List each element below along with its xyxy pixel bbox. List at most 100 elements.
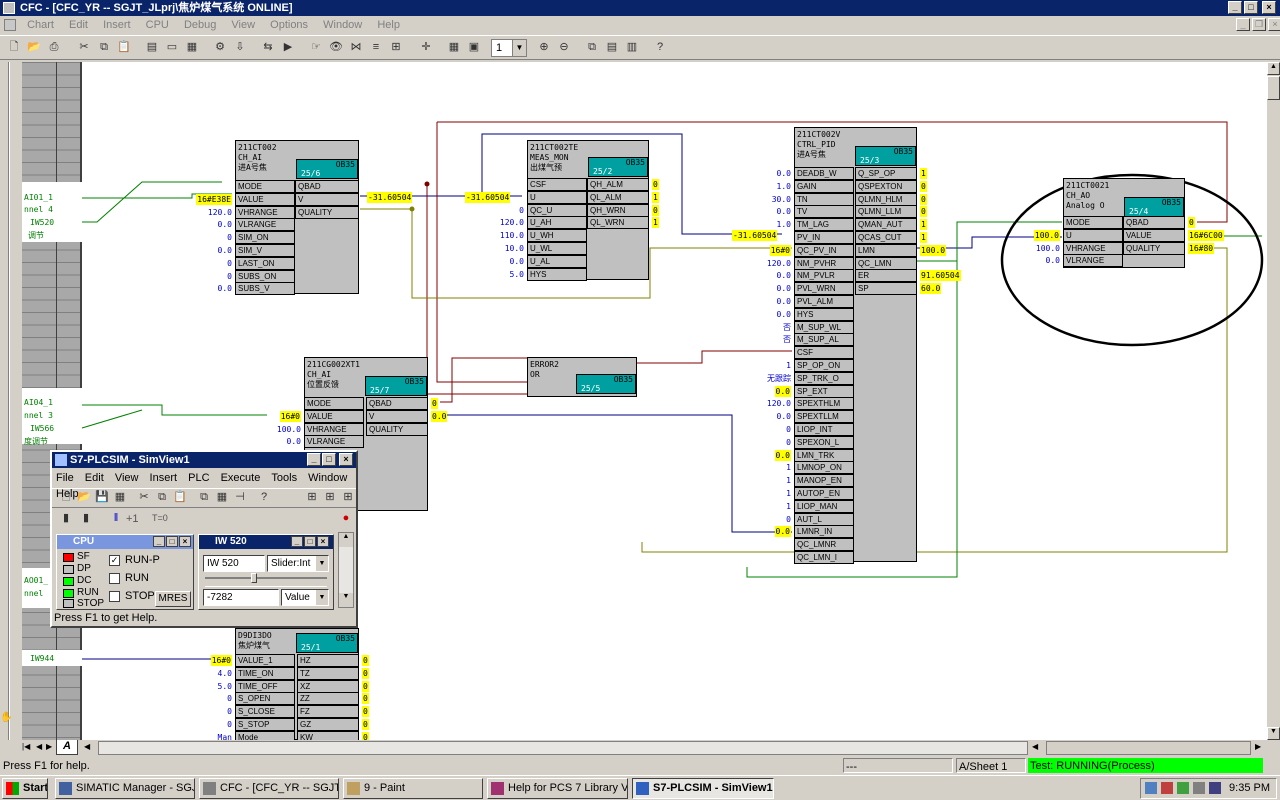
zoom-select[interactable]: 1 ▼ [491,39,527,57]
run-seq-icon[interactable]: ▶ [283,41,293,53]
pin-input[interactable]: NM_PVLR [794,269,854,283]
pin-input[interactable]: SP_OP_ON [794,359,854,372]
doc-minimize-button[interactable]: _ [1236,18,1250,31]
plcsim-vscroll[interactable]: ▲ ▼ [338,532,354,608]
iw-window[interactable]: IW 520 _ □ × IW 520 Slider:Int▼ -7282 Va… [198,534,334,610]
pin-input[interactable]: NM_PVHR [794,256,854,270]
print-icon[interactable]: ⎙ [49,41,59,53]
scroll-down-icon[interactable]: ▼ [1267,727,1280,740]
maximize-button[interactable]: □ [1244,1,1258,14]
pin-output[interactable]: QMAN_AUT [855,218,917,232]
pin-input[interactable]: VHRANGE [235,205,295,219]
scroll-right-icon[interactable]: ◀ [1032,742,1039,751]
tile-icon[interactable]: ▦ [216,491,228,503]
cpu-maximize-button[interactable]: □ [166,536,178,547]
value-slider[interactable] [205,577,327,587]
pin-input[interactable]: QC_U [527,203,587,217]
pin-output[interactable]: QC_LMN [855,256,917,270]
pin-output[interactable]: TZ [297,666,359,680]
pin-input[interactable]: LMNOP_ON [794,461,854,475]
paste-icon[interactable]: 📋 [173,491,187,503]
plcsim-menu-plc[interactable]: PLC [188,472,210,484]
iw-close-button[interactable]: × [317,536,329,547]
plcsim-menu-insert[interactable]: Insert [149,472,178,484]
insert-marker-icon[interactable]: ⊞ [343,491,353,503]
tile-h-icon[interactable]: ▤ [606,41,618,53]
pin-input[interactable]: M_SUP_WL [794,320,854,334]
menu-window[interactable]: Window [323,19,363,31]
iw-maximize-button[interactable]: □ [304,536,316,547]
pin-input[interactable]: CSF [794,346,854,360]
pin-input[interactable]: DEADB_W [794,167,854,180]
menu-help[interactable]: Help [377,19,400,31]
properties-icon[interactable]: ▦ [186,41,198,53]
tab-arrow-icon[interactable]: ◀ [84,742,91,751]
copy-icon[interactable]: ⧉ [100,41,108,53]
tab-next-icon[interactable]: ▶ [46,742,53,751]
pin-output[interactable]: LMN [855,243,917,257]
insert-input-icon[interactable]: ⊞ [307,491,317,503]
pin-input[interactable]: VLRANGE [235,218,295,232]
pin-output[interactable]: QL_ALM [587,190,649,204]
download-icon[interactable]: ▦ [114,491,126,503]
plcsim-window[interactable]: S7-PLCSIM - SimView1 _ □ × File Edit Vie… [50,450,358,628]
plcsim-menu-tools[interactable]: Tools [271,472,298,484]
pin-input[interactable]: U [527,190,587,204]
paste-icon[interactable]: 📋 [117,41,131,53]
menu-view[interactable]: View [231,19,256,31]
pin-output[interactable]: HZ [297,654,359,667]
pin-input[interactable]: HYS [794,307,854,321]
pin-input[interactable]: SIM_ON [235,231,295,245]
iw-value-mode-select[interactable]: Value▼ [281,589,329,606]
cpu-minimize-button[interactable]: _ [153,536,165,547]
pin-input[interactable]: LMN_TRK [794,448,854,462]
plcsim-minimize-button[interactable]: _ [307,453,321,466]
single-scan-icon[interactable]: ▮ [62,512,70,524]
pin-input[interactable]: SP_TRK_O [794,371,854,385]
iw-address-input[interactable]: IW 520 [203,555,265,572]
pin-input[interactable]: MANOP_EN [794,474,854,488]
pin-output[interactable]: QH_WRN [587,203,649,217]
task-plcsim[interactable]: S7-PLCSIM - SimView1 [632,778,774,799]
trend-display-icon[interactable]: ⊞ [391,41,401,53]
fit-icon[interactable]: ✛ [421,41,431,53]
vertical-scrollbar[interactable]: ▲ ▼ [1267,62,1280,740]
plcsim-menu-file[interactable]: File [56,472,74,484]
pin-input[interactable]: LIOP_INT [794,423,854,436]
iw-format-select[interactable]: Slider:Int▼ [267,555,329,572]
pin-input[interactable]: TIME_OFF [235,679,295,693]
pin-input[interactable]: TV [794,205,854,219]
record-icon[interactable]: ● [342,512,350,524]
pin-icon[interactable]: ⊣ [235,491,245,503]
pin-input[interactable]: TN [794,192,854,206]
stop-checkbox[interactable] [109,591,120,602]
doc-close-button[interactable]: × [1268,18,1280,31]
slider-thumb[interactable] [251,573,257,583]
pin-output[interactable]: XZ [297,679,359,693]
chevron-down-icon[interactable]: ▼ [512,40,526,56]
pin-input[interactable]: MODE [304,397,364,410]
next-cycle-button[interactable]: +1 [126,513,139,525]
new-icon[interactable]: 🗋 [9,41,19,53]
compile-icon[interactable]: ⚙ [215,41,225,53]
horizontal-scrollbar[interactable]: |◀ ◀ ▶ A ◀ ◀ ▶ [22,740,1267,757]
copy-icon[interactable]: ⧉ [158,491,166,503]
connect-icon[interactable]: ⇆ [263,41,273,53]
run-p-checkbox[interactable]: ✓ [109,555,120,566]
pin-input[interactable]: MODE [235,180,295,193]
cascade-icon[interactable]: ⧉ [200,491,208,503]
cascade-icon[interactable]: ⧉ [588,41,596,53]
overview-icon[interactable]: ▭ [166,41,178,53]
pin-input[interactable]: SIM_V [235,244,295,257]
pin-input[interactable]: M_SUP_AL [794,333,854,347]
pin-input[interactable]: LAST_ON [235,256,295,270]
download-icon[interactable]: ⇩ [235,41,245,53]
pin-output[interactable]: QBAD [366,397,428,410]
pin-output[interactable]: ER [855,269,917,283]
pin-input[interactable]: U_AL [527,254,587,268]
plcsim-menu-edit[interactable]: Edit [84,472,104,484]
plcsim-menu-execute[interactable]: Execute [220,472,261,484]
sheet-tab-a[interactable]: A [56,740,78,755]
menu-edit[interactable]: Edit [69,19,88,31]
